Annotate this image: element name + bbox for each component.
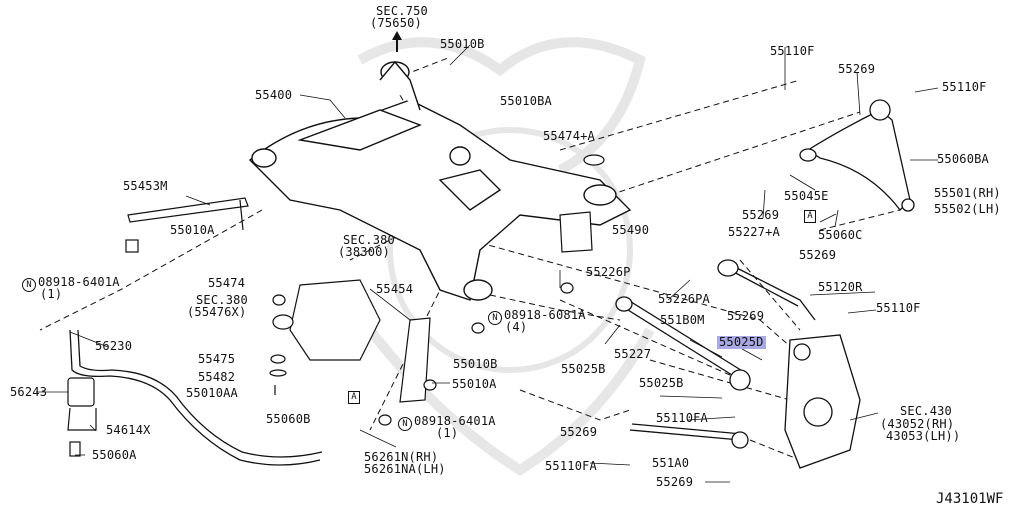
leader-lines [36, 44, 939, 483]
label-55227A: 55227+A [728, 225, 780, 239]
label-55501: 55501(RH) [934, 186, 1001, 200]
label-55010A-mid: 55010A [452, 377, 497, 391]
label-43053: 43053(LH)) [886, 429, 961, 443]
subframe-55400 [248, 60, 632, 301]
label-55474A: 55474+A [543, 129, 595, 143]
label-sec380b: SEC.380 [196, 293, 248, 307]
label-55227: 55227 [614, 347, 652, 361]
nut-bottom-code: 08918-6401A [414, 414, 496, 428]
label-55482: 55482 [198, 370, 236, 384]
label-55060A: 55060A [92, 448, 137, 462]
label-55060C: 55060C [818, 228, 863, 242]
marker-a-upper: A [804, 210, 816, 223]
label-55010B-mid: 55010B [453, 357, 498, 371]
label-55045E: 55045E [784, 189, 829, 203]
label-55454: 55454 [376, 282, 414, 296]
label-55269-f: 55269 [656, 475, 694, 489]
label-55490: 55490 [612, 223, 650, 237]
label-43052: (43052(RH) [880, 417, 955, 431]
label-54614X: 54614X [106, 423, 151, 437]
label-55010A-left: 55010A [170, 223, 215, 237]
center-brackets [378, 154, 605, 426]
label-sec380: SEC.380 [343, 233, 395, 247]
n-mark: N [488, 311, 502, 325]
label-sec380b-sub: (55476X) [187, 305, 247, 319]
label-55110F-top: 55110F [770, 44, 815, 58]
label-55502: 55502(LH) [934, 202, 1001, 216]
label-55226P: 55226P [586, 265, 631, 279]
marker-a-lower: A [348, 391, 360, 404]
label-55025B-b: 55025B [639, 376, 684, 390]
label-55269-e: 55269 [560, 425, 598, 439]
label-55269-c: 55269 [799, 248, 837, 262]
label-551A0: 551A0 [652, 456, 690, 470]
label-sec750: SEC.750 [376, 4, 428, 18]
label-55269-b: 55269 [742, 208, 780, 222]
diagram-code: J43101WF [936, 491, 1004, 507]
label-55400: 55400 [255, 88, 293, 102]
label-55010BA: 55010BA [500, 94, 552, 108]
knuckle-43052 [784, 334, 861, 469]
label-55060BA: 55060BA [937, 152, 989, 166]
label-55060B: 55060B [266, 412, 311, 426]
n-mark: N [22, 278, 36, 292]
differential-mount [269, 279, 381, 395]
label-56230: 56230 [95, 339, 133, 353]
label-55453M: 55453M [123, 179, 168, 193]
arrow-up-sec750 [392, 31, 402, 52]
label-55120R: 55120R [818, 280, 863, 294]
label-55010B-top: 55010B [440, 37, 485, 51]
label-55474: 55474 [208, 276, 246, 290]
label-55010AA: 55010AA [186, 386, 238, 400]
label-55025B-a: 55025B [561, 362, 606, 376]
label-sec430: SEC.430 [900, 404, 952, 418]
label-56243: 56243 [10, 385, 48, 399]
label-55110F-mid: 55110F [876, 301, 921, 315]
stabilizer-bar-56230 [69, 329, 323, 466]
label-nut-bottom-qty: (1) [436, 426, 459, 440]
label-55226PA: 55226PA [658, 292, 710, 306]
label-55269-a: 55269 [838, 62, 876, 76]
label-sec380-sub: (38300) [338, 245, 390, 259]
label-55475: 55475 [198, 352, 236, 366]
label-551B0M: 551B0M [660, 313, 705, 327]
label-nut-left-qty: (1) [40, 287, 63, 301]
label-56261NA: 56261NA(LH) [364, 462, 446, 476]
label-55269-d: 55269 [727, 309, 765, 323]
label-55110F-right: 55110F [942, 80, 987, 94]
nut-left-code: 08918-6401A [38, 275, 120, 289]
nut-mid-code: 08918-6081A [504, 308, 586, 322]
upper-link-55501 [799, 99, 915, 212]
label-55110FA-b: 55110FA [545, 459, 597, 473]
label-56261N: 56261N(RH) [364, 450, 439, 464]
left-bracket-parts [67, 197, 249, 457]
label-55025D[interactable]: 55025D [717, 335, 766, 349]
n-mark: N [398, 417, 412, 431]
rear-links [615, 259, 816, 449]
label-nut-mid-qty: (4) [505, 320, 528, 334]
label-55110FA-a: 55110FA [656, 411, 708, 425]
label-sec750-sub: (75650) [370, 16, 422, 30]
